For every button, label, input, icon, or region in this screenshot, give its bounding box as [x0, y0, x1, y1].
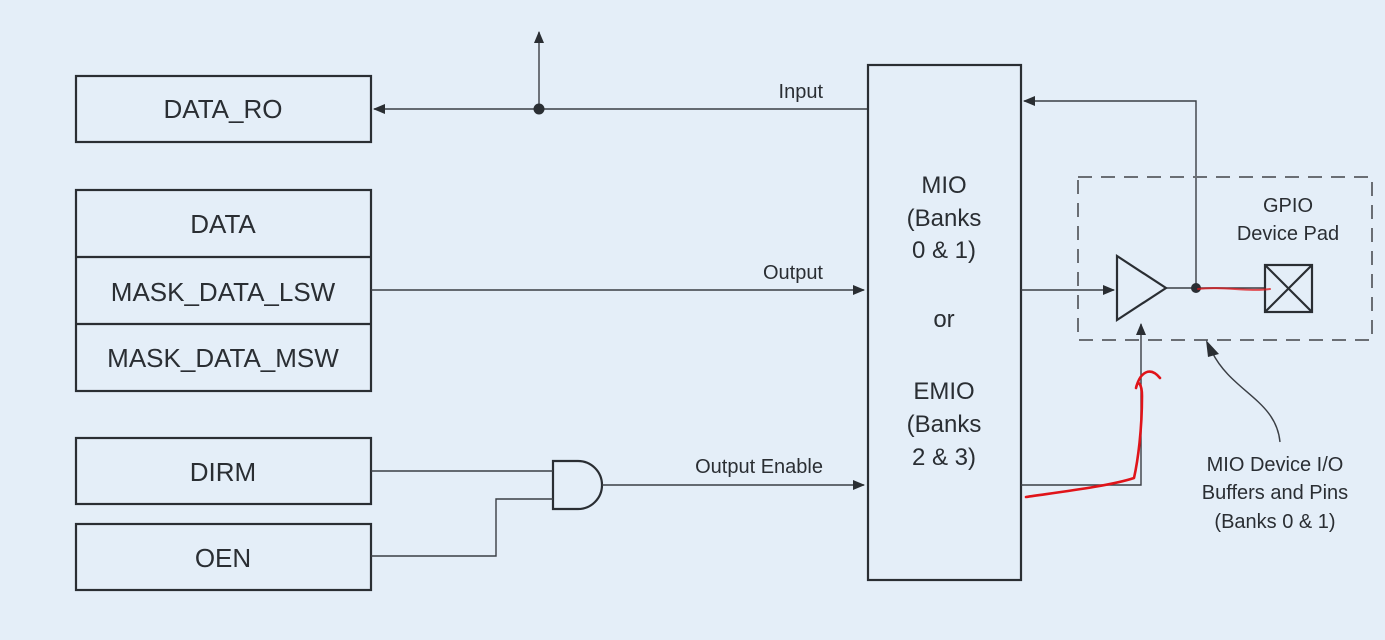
- emio-label: EMIO: [913, 378, 974, 405]
- io-buffer-region: [1077, 176, 1373, 341]
- callout-arrowhead: [1206, 340, 1219, 357]
- output-path: Output: [371, 262, 865, 295]
- register-oen: OEN: [74, 522, 373, 592]
- tristate-buffer-icon: [1115, 253, 1169, 323]
- emio-banks-range-label: 2 & 3): [912, 444, 976, 471]
- register-mask-lsw-label: MASK_DATA_LSW: [111, 277, 336, 307]
- register-dirm-label: DIRM: [190, 457, 256, 487]
- or-label: or: [933, 306, 954, 333]
- io-buffers-callout: MIO Device I/O Buffers and Pins (Banks 0…: [1202, 340, 1348, 533]
- register-oen-label: OEN: [195, 543, 251, 573]
- callout-line-1: MIO Device I/O: [1207, 454, 1344, 476]
- red-ink-annotation: [1024, 287, 1271, 499]
- device-pad-icon: [1263, 263, 1314, 314]
- register-data-ro: DATA_RO: [74, 74, 373, 144]
- gpio-pad-title: GPIO: [1263, 195, 1313, 217]
- register-data-ro-label: DATA_RO: [164, 94, 283, 124]
- callout-line-2: Buffers and Pins: [1202, 482, 1348, 504]
- callout-line-3: (Banks 0 & 1): [1214, 511, 1335, 533]
- pad-junction-dot: [1191, 283, 1201, 293]
- and-gate: Output Enable: [371, 456, 865, 557]
- gpio-pad-subtitle: Device Pad: [1237, 223, 1339, 245]
- mio-label: MIO: [921, 172, 966, 199]
- emio-banks-label: (Banks: [907, 411, 982, 438]
- pad-wiring: [1021, 96, 1265, 486]
- input-label: Input: [779, 81, 824, 103]
- mio-emio-block: MIO (Banks 0 & 1) or EMIO (Banks 2 & 3): [866, 63, 1023, 582]
- register-mask-msw-label: MASK_DATA_MSW: [107, 343, 339, 373]
- mio-banks-range-label: 0 & 1): [912, 237, 976, 264]
- input-junction-dot: [533, 103, 545, 115]
- register-group-data: DATA MASK_DATA_LSW MASK_DATA_MSW: [74, 188, 373, 393]
- output-enable-label: Output Enable: [695, 456, 823, 478]
- mio-banks-label: (Banks: [907, 205, 982, 232]
- register-data-label: DATA: [190, 209, 256, 239]
- register-dirm: DIRM: [74, 436, 373, 506]
- input-path: Input: [373, 31, 867, 115]
- output-label: Output: [763, 262, 823, 284]
